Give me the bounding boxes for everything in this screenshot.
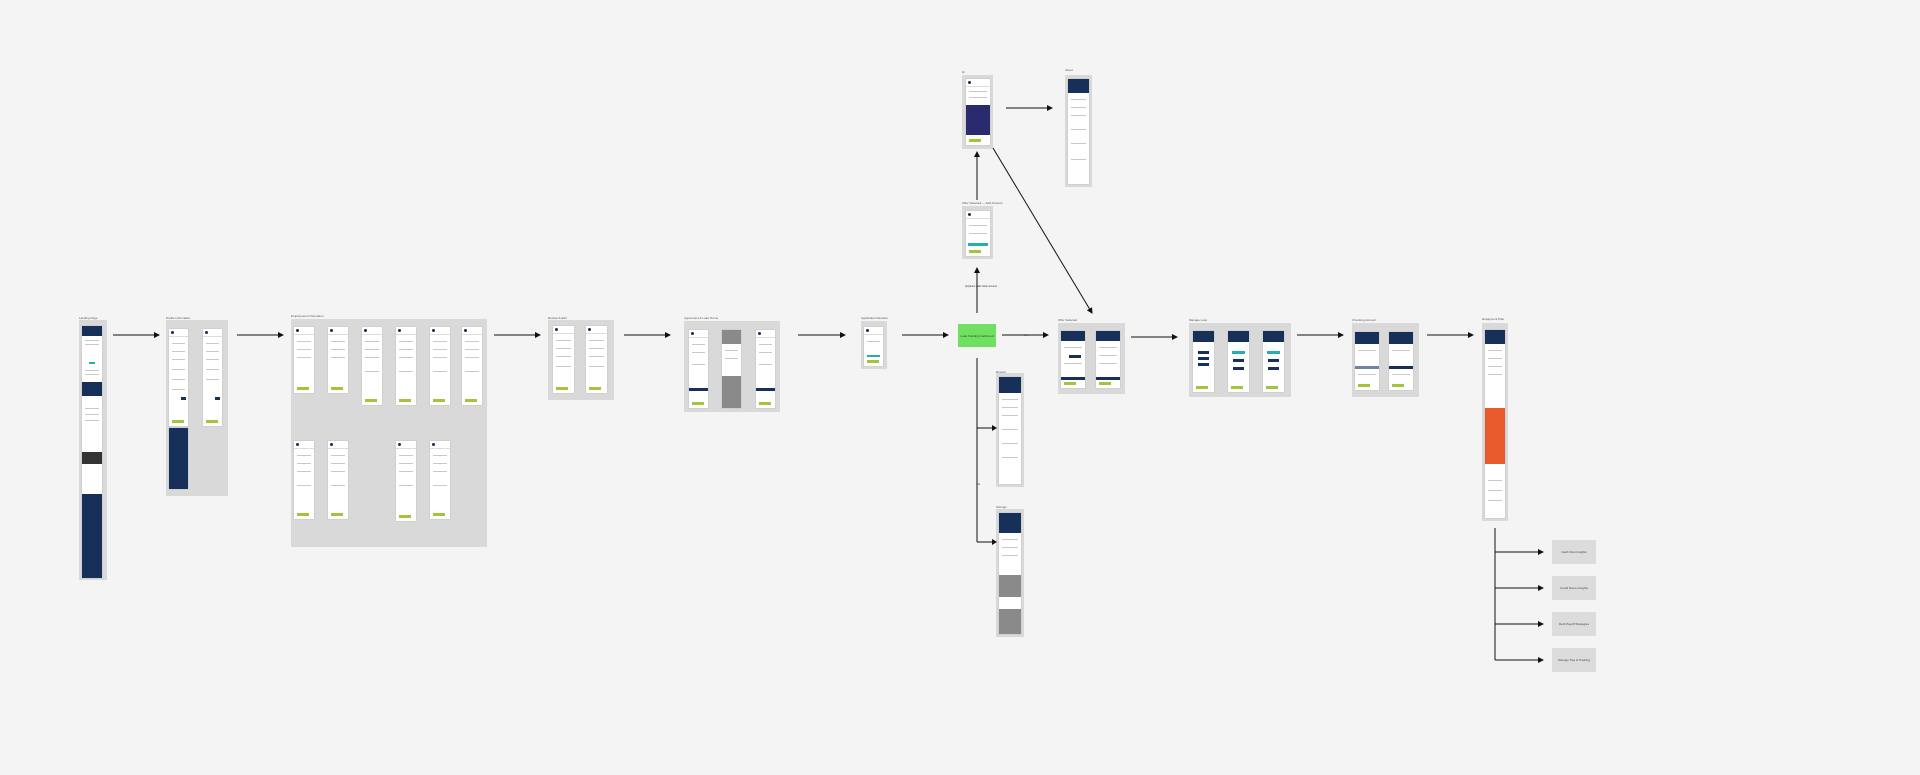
phone-employment-5 [430, 327, 450, 405]
outcome-box-1: Cash Flow Insights [1552, 540, 1596, 564]
phone-manage-3 [1263, 331, 1284, 392]
phone-offer-2 [1096, 331, 1120, 388]
phone-decision [864, 327, 883, 366]
section-label-employment: Employment Information [291, 314, 324, 318]
phone-employment-10 [430, 441, 450, 519]
branch-arrowhead-1 [992, 425, 997, 431]
phone-about [1068, 79, 1089, 184]
branch-lines [976, 358, 992, 543]
annotation-no: No [977, 483, 981, 486]
section-label-review: Review & Edit [548, 316, 567, 320]
phone-offer-1 [1061, 331, 1085, 388]
phone-landing [82, 326, 102, 578]
section-label-landing: Landing Page [79, 316, 98, 320]
phone-repayment [1485, 330, 1505, 518]
phone-agreement-3 [756, 330, 775, 408]
section-label-agreement: Agreement & Loan Terms [684, 316, 718, 320]
phone-review-1 [553, 326, 574, 393]
section-label-manage-loan: Manage Loan [1189, 318, 1208, 322]
phone-manage-2 [1228, 331, 1249, 392]
section-label-add-account: Offer Selected — Add Account [962, 201, 1003, 205]
section-label-review-side: Review [996, 370, 1006, 374]
outcome-label-2: Credit Score Insights [1560, 586, 1588, 590]
branch-arrowhead-2 [992, 539, 997, 545]
phone-employment-2 [328, 327, 348, 393]
outcome-box-2: Credit Score Insights [1552, 576, 1596, 600]
phone-employment-8 [328, 441, 348, 519]
section-employment [291, 319, 487, 547]
phone-agreement-2 [722, 330, 741, 408]
annotation-add-account: Applicant adds bank account [965, 285, 997, 288]
loan-funding-confirmed-node: Loan Funding Confirmed [958, 324, 996, 347]
section-label-repayment: Repayment Plan [1482, 317, 1505, 321]
phone-employment-7 [294, 441, 314, 519]
phone-checking-2 [1389, 332, 1413, 390]
phone-add-account [966, 211, 990, 256]
outcome-box-3: Debt Payoff Strategies [1552, 612, 1596, 636]
phone-employment-6 [462, 327, 482, 405]
phone-savings [999, 513, 1021, 634]
section-label-checking: Checking Account [1352, 318, 1377, 322]
outcome-label-4: Savings Tips & Tracking [1557, 658, 1590, 662]
outcome-label-3: Debt Payoff Strategies [1559, 622, 1589, 626]
phone-manage-1 [1193, 331, 1214, 392]
phone-employment-3 [362, 327, 382, 405]
section-label-hi: Hi [962, 70, 965, 74]
phone-employment-9 [396, 441, 416, 521]
arrow-diagonal [992, 147, 1093, 314]
phone-profile-1 [169, 329, 188, 426]
phone-review-2 [586, 326, 607, 393]
phone-employment-1 [294, 327, 314, 393]
phone-employment-4 [396, 327, 416, 405]
section-label-decision: Application Decision [861, 316, 889, 320]
section-label-profile: Profile Information [166, 316, 191, 320]
loan-funding-confirmed-label: Loan Funding Confirmed [960, 333, 994, 338]
phone-hi [966, 79, 990, 145]
outcome-box-4: Savings Tips & Tracking [1552, 648, 1596, 672]
section-label-about: About [1065, 68, 1073, 72]
phone-review-side [999, 377, 1021, 484]
phone-profile-dark [169, 428, 188, 489]
section-label-offer-selected: Offer Selected [1058, 318, 1078, 322]
phone-profile-2 [203, 329, 222, 426]
outcome-label-1: Cash Flow Insights [1561, 550, 1587, 554]
phone-agreement-1 [689, 330, 708, 408]
phone-checking-1 [1355, 332, 1379, 390]
section-label-savings: Savings [996, 505, 1007, 509]
